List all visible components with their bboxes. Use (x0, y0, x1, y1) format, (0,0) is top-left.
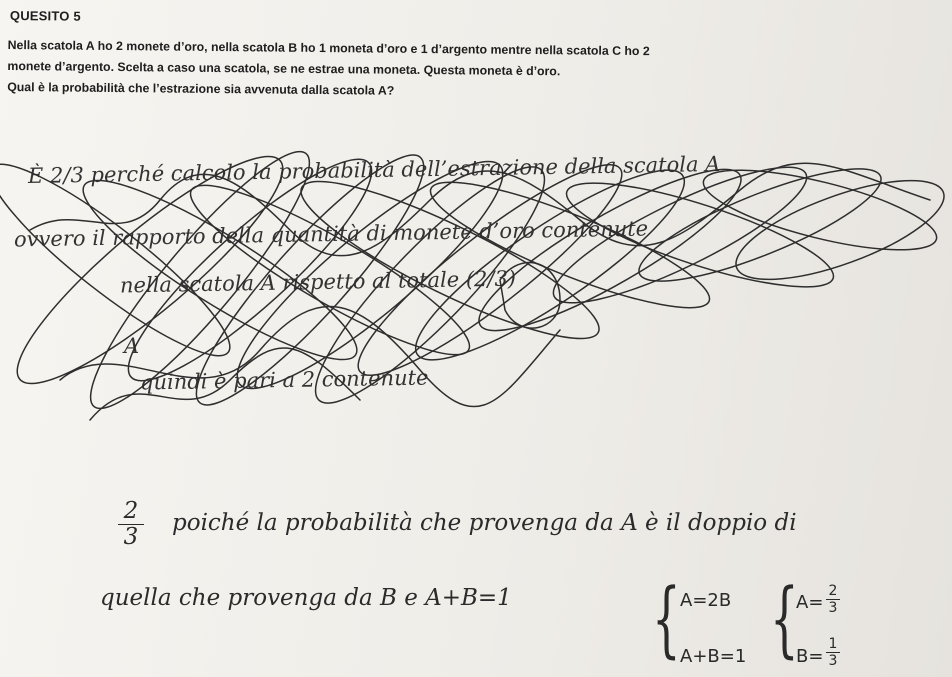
answer-line-2: quella che provenga da B e A+B=1 (100, 585, 512, 611)
system2-a-den: 3 (828, 600, 838, 616)
system-brace-2: { (770, 572, 799, 667)
fraction-bar (118, 524, 144, 525)
system2-eq-a-fraction: 2 3 (826, 584, 840, 615)
fraction-bar (826, 599, 840, 600)
system2-b-num: 1 (828, 636, 838, 652)
answer-fraction: 2 3 (118, 500, 144, 549)
crossed-line-4: A (124, 334, 140, 358)
system1-eq1: A=2B (680, 590, 732, 611)
system1-eq2: A+B=1 (680, 646, 747, 667)
system-brace-1: { (652, 572, 681, 667)
system2-eq-b-label: B= (796, 646, 824, 667)
system2-b-den: 3 (828, 653, 838, 669)
answer-fraction-den: 3 (123, 524, 139, 550)
answer-fraction-num: 2 (123, 498, 139, 524)
system2-a-num: 2 (828, 583, 838, 599)
system2-eq-a-label: A= (796, 592, 824, 613)
answer-line-1: poiché la probabilità che provenga da A … (172, 510, 797, 536)
fraction-bar (826, 652, 840, 653)
system2-eq-b-fraction: 1 3 (826, 637, 840, 668)
